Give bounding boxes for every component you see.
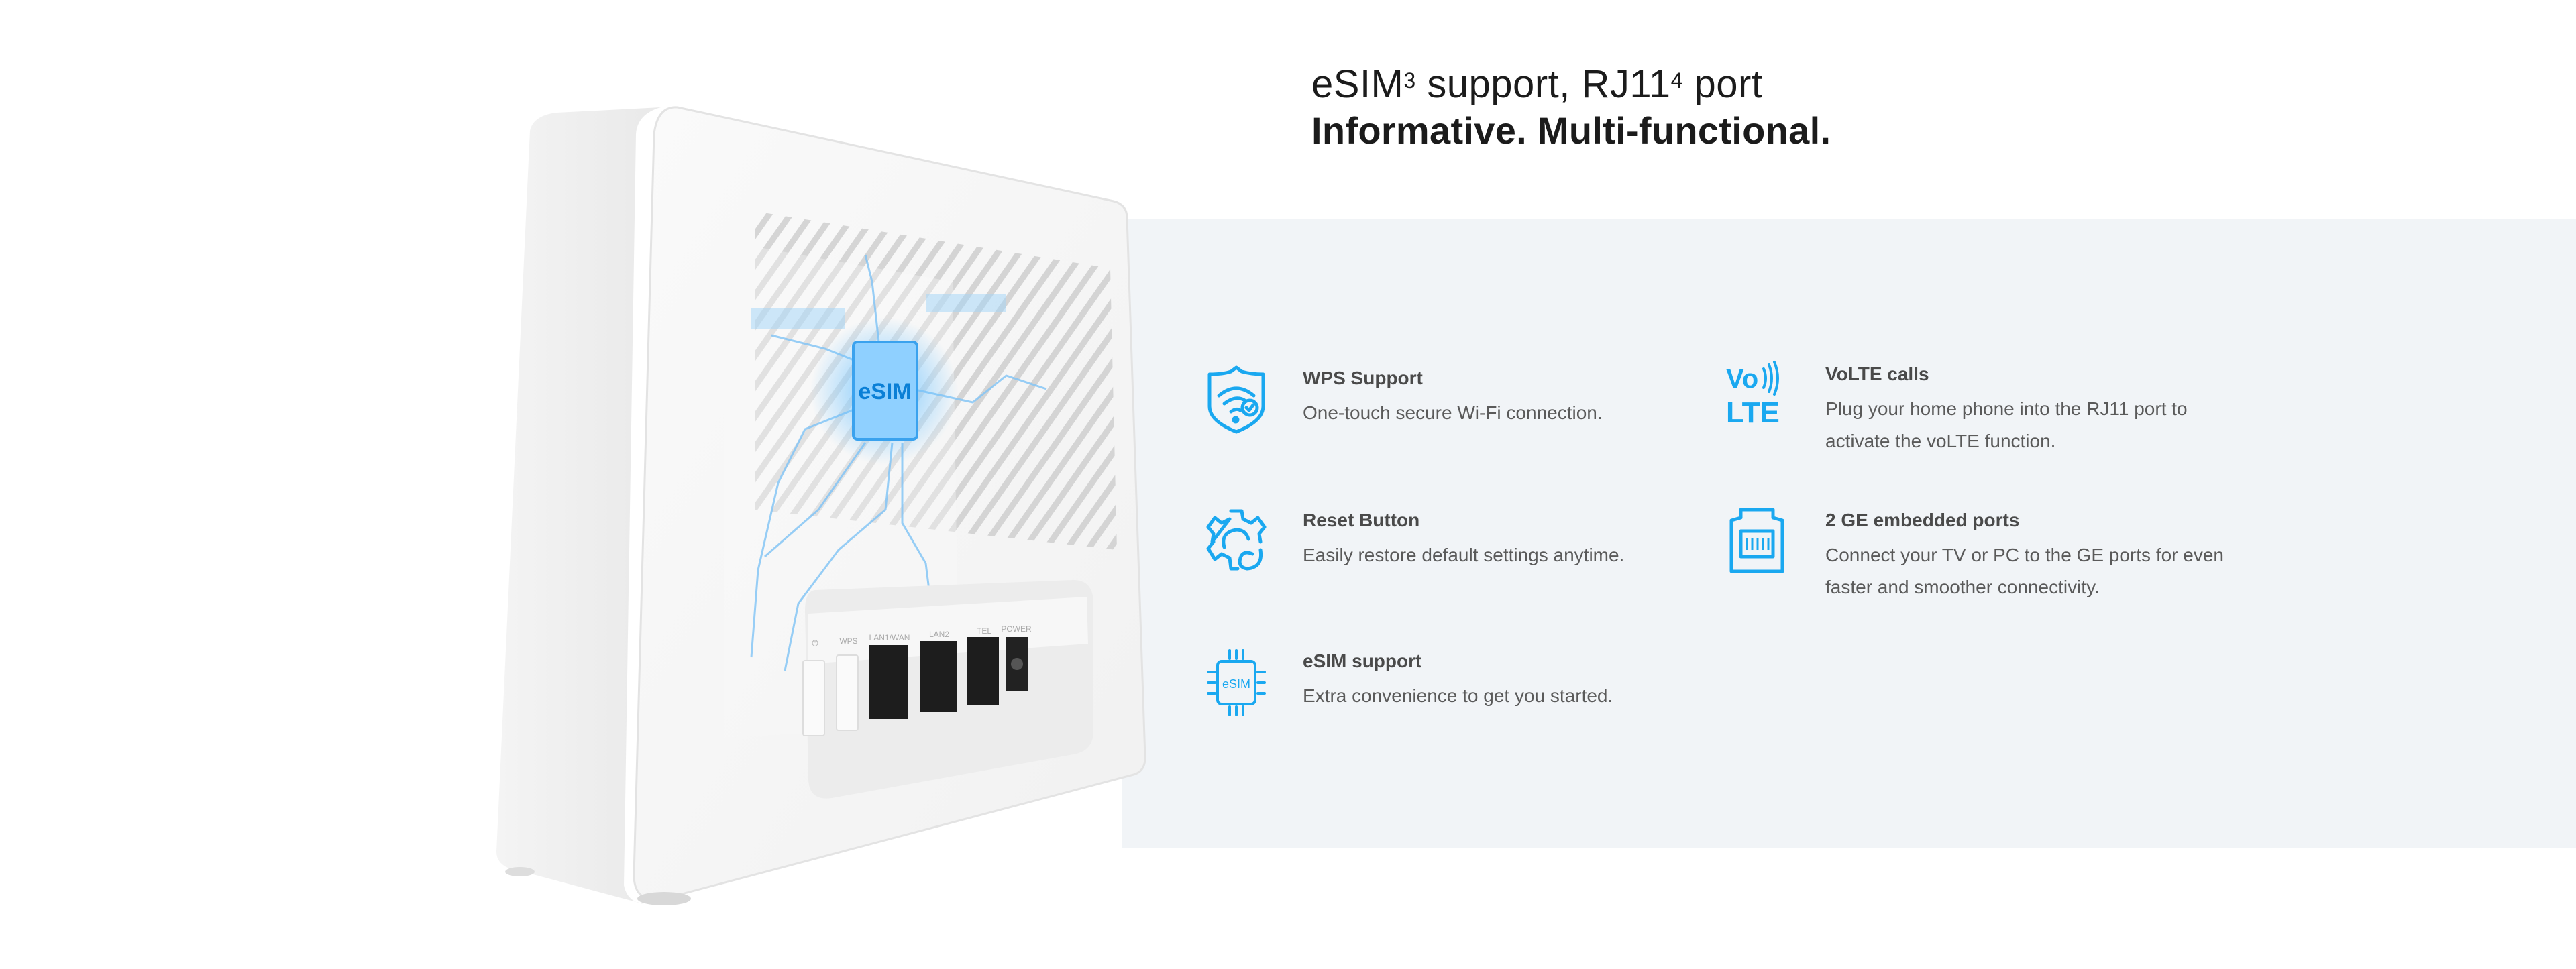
port-label-wps: WPS [839, 636, 857, 646]
feature-description: Easily restore default settings anytime. [1303, 545, 1625, 565]
feature-reset-button: Reset Button Easily restore default sett… [1204, 507, 1624, 577]
heading-text: eSIM [1311, 62, 1404, 106]
feature-title: VoLTE calls [1825, 363, 1929, 384]
feature-esim: eSIM eSIM support Extra convenience to g… [1204, 648, 1613, 718]
feature-title: 2 GE embedded ports [1825, 510, 2020, 530]
esim-icon-label: eSIM [1222, 677, 1250, 691]
feature-text: VoLTE calls Plug your home phone into th… [1825, 361, 2255, 457]
power-jack-pin [1011, 658, 1023, 670]
footnote-4: 4 [1670, 68, 1683, 93]
feature-title: WPS Support [1303, 367, 1423, 388]
esim-chip [852, 341, 918, 441]
port-label-lan1-wan: LAN1/WAN [869, 633, 910, 642]
features-background-panel [1122, 219, 2576, 848]
section-heading: eSIM3 support, RJ114 port Informative. M… [1311, 60, 1831, 153]
heading-text: support, RJ11 [1415, 62, 1671, 106]
volte-icon-lte: LTE [1726, 396, 1780, 429]
router-side [496, 107, 661, 904]
ethernet-port-icon [1725, 506, 1789, 575]
volte-icon: Vo LTE [1725, 359, 1789, 429]
shield-wifi-check-icon [1204, 365, 1269, 435]
lan1-wan-port [869, 645, 908, 719]
volte-icon-vo: Vo [1726, 364, 1758, 394]
heading-title: Informative. Multi-functional. [1311, 109, 1831, 152]
power-button [802, 660, 825, 736]
gear-reset-icon [1204, 507, 1269, 577]
port-label-lan2: LAN2 [929, 630, 949, 639]
lan2-port [920, 641, 957, 712]
footnote-3: 3 [1403, 68, 1416, 93]
heading-subtitle: eSIM3 support, RJ114 port [1311, 60, 1831, 109]
feature-wps: WPS Support One-touch secure Wi-Fi conne… [1204, 365, 1603, 435]
feature-description: One-touch secure Wi-Fi connection. [1303, 402, 1603, 423]
port-label-power: POWER [1001, 624, 1032, 634]
wps-button [836, 654, 859, 731]
feature-description: Extra convenience to get you started. [1303, 685, 1613, 706]
feature-title: Reset Button [1303, 510, 1420, 530]
feature-description: Plug your home phone into the RJ11 port … [1825, 398, 2188, 451]
port-labels: ⏻ WPS LAN1/WAN LAN2 TEL POWER [812, 624, 1032, 648]
heading-text: port [1682, 62, 1763, 106]
feature-description: Connect your TV or PC to the GE ports fo… [1825, 545, 2224, 597]
feature-ge-ports: 2 GE embedded ports Connect your TV or P… [1725, 506, 2224, 597]
esim-chip-icon: eSIM [1204, 648, 1269, 718]
feature-text: Reset Button Easily restore default sett… [1303, 507, 1732, 571]
circuit-pin-row [926, 294, 1006, 312]
tel-port [967, 637, 999, 705]
feature-title: eSIM support [1303, 650, 1422, 671]
port-label-power-button: ⏻ [812, 638, 818, 648]
port-label-tel: TEL [977, 626, 991, 636]
feature-text: eSIM support Extra convenience to get yo… [1303, 648, 1732, 712]
feature-volte: Vo LTE VoLTE calls Plug your home phone … [1725, 359, 2188, 451]
router-foot [505, 867, 535, 876]
feature-text: WPS Support One-touch secure Wi-Fi conne… [1303, 365, 1732, 429]
circuit-pin-row [751, 308, 845, 329]
esim-chip-label: eSIM [858, 379, 911, 404]
router-foot [637, 892, 691, 905]
feature-text: 2 GE embedded ports Connect your TV or P… [1825, 507, 2255, 604]
